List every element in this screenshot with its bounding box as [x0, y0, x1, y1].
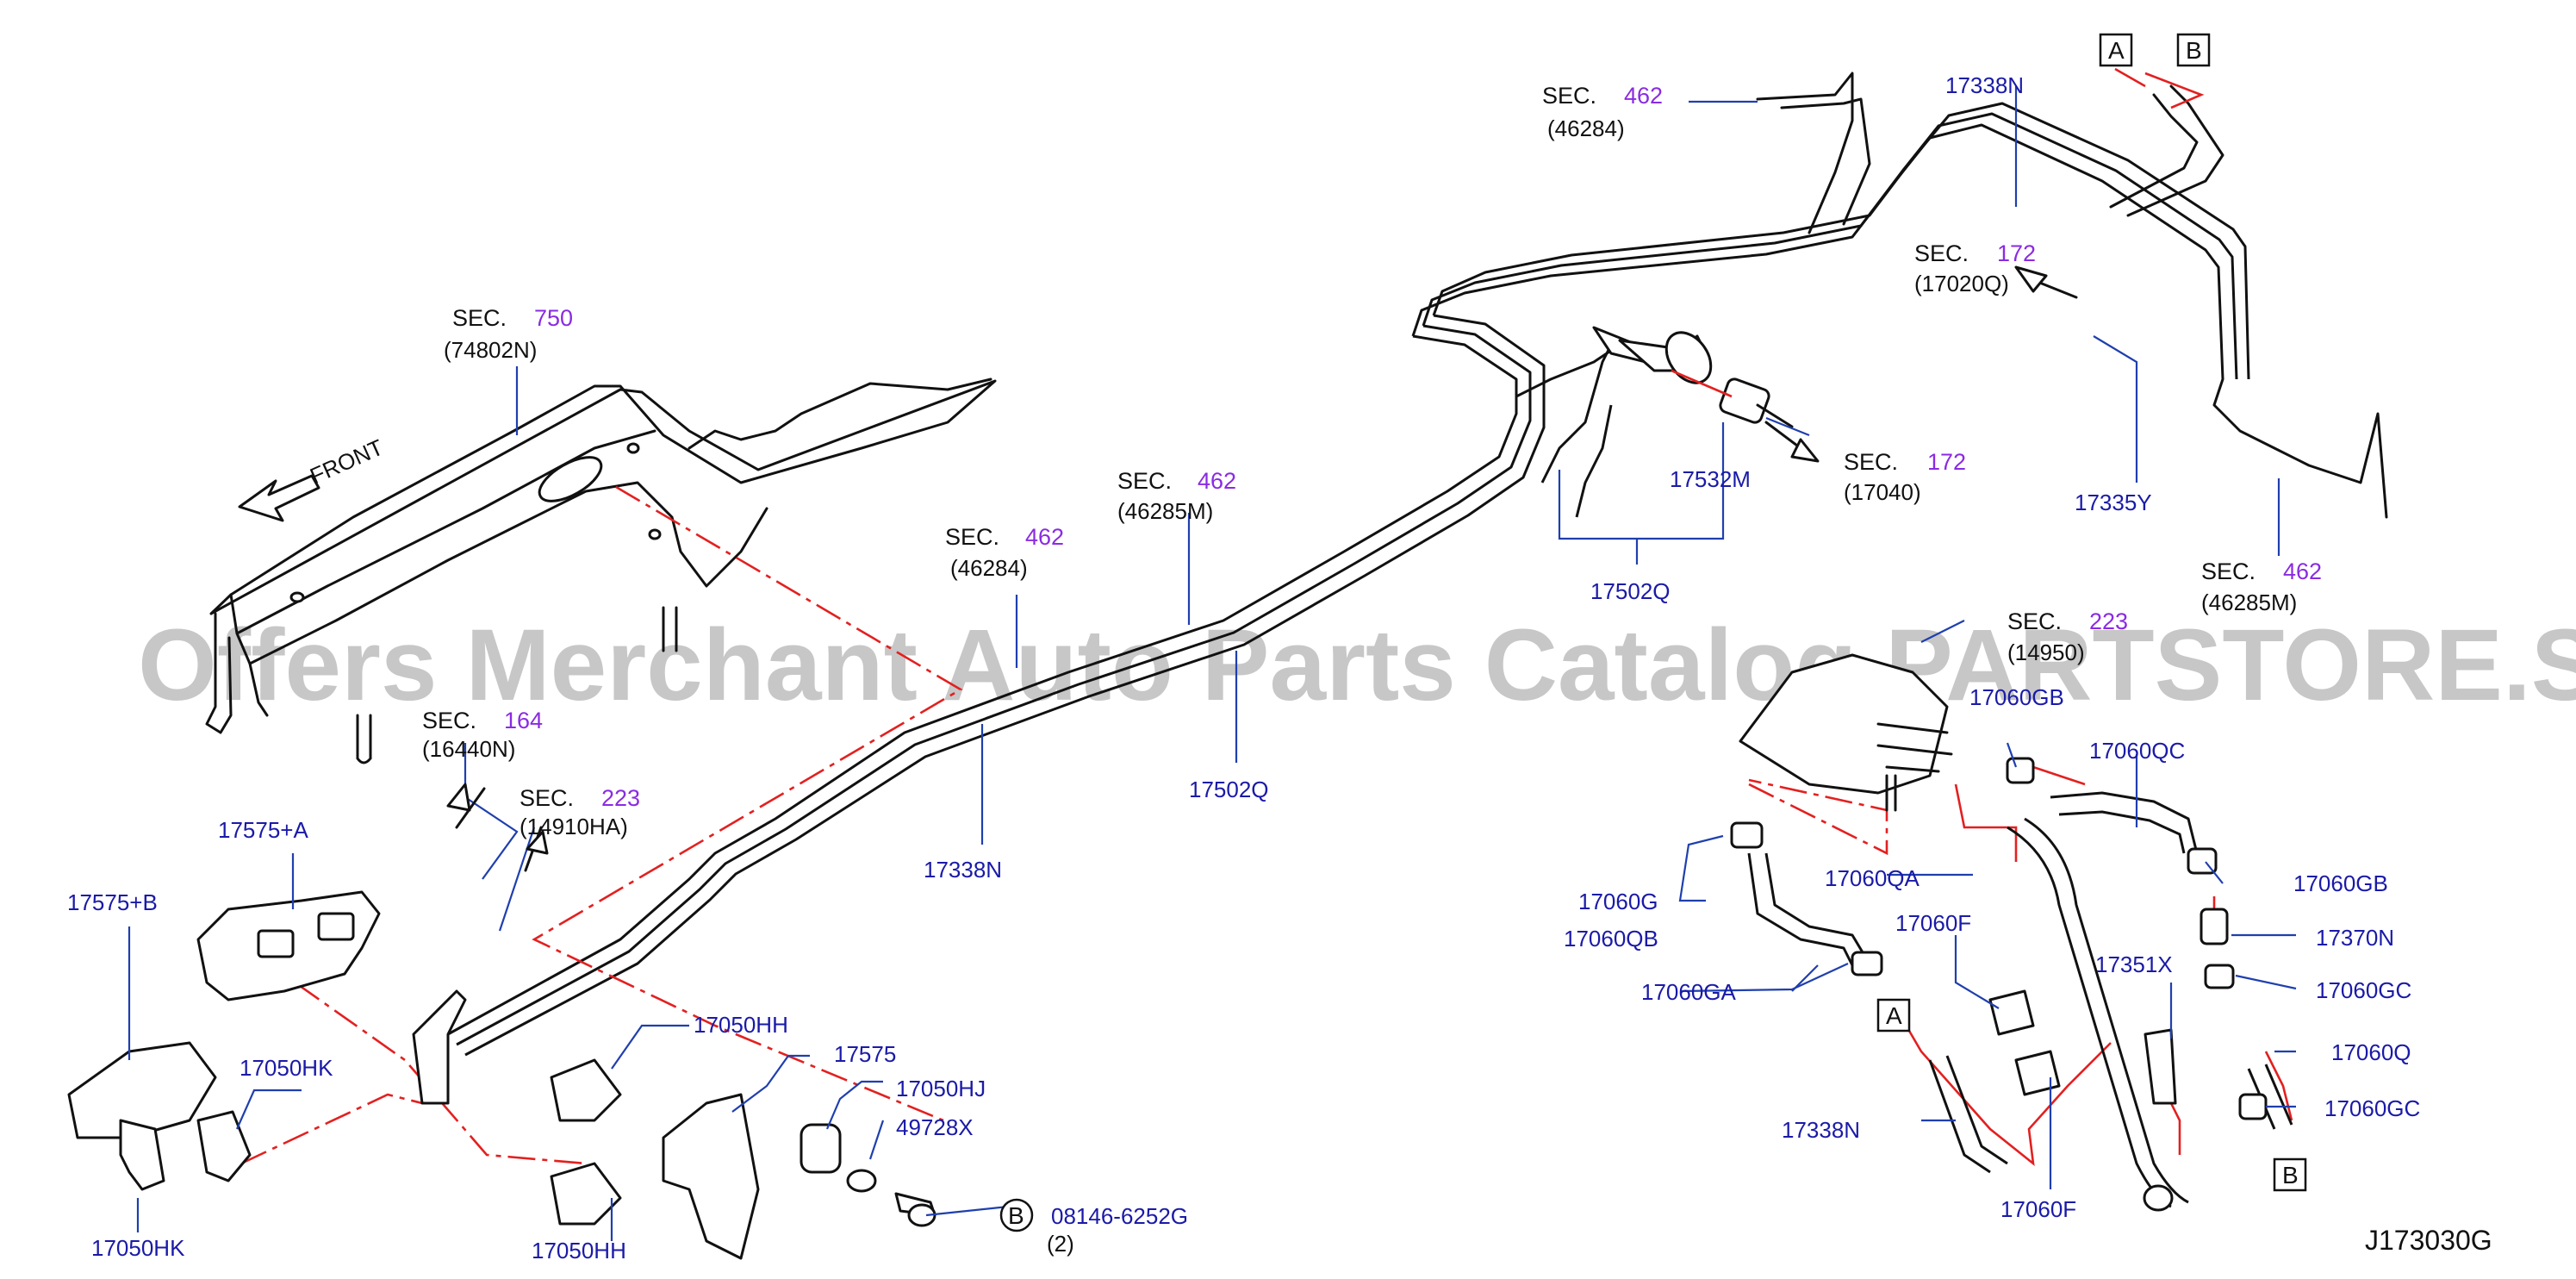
marker-b-top: B	[2176, 33, 2211, 67]
svg-text:(17040): (17040)	[1844, 479, 1921, 505]
sec-462-a: SEC. 462 (46284)	[945, 524, 1064, 581]
centerlines	[240, 67, 2293, 1167]
sec-462-b: SEC. 462 (46285M)	[1117, 468, 1236, 524]
part-label: 17338N	[1945, 72, 2024, 98]
part-label: 17060Q	[2331, 1039, 2411, 1065]
svg-text:B: B	[1008, 1202, 1024, 1229]
part-label: 17060QC	[2089, 738, 2185, 764]
svg-text:462: 462	[1198, 468, 1236, 494]
part-label: 17050HH	[694, 1012, 788, 1038]
svg-text:SEC.: SEC.	[2007, 608, 2062, 634]
part-label: 17370N	[2316, 925, 2394, 951]
bolt-quantity: (2)	[1047, 1231, 1074, 1257]
sec-462-d: SEC. 462 (46285M)	[2201, 558, 2322, 615]
sec-223-a: SEC. 223 (14910HA)	[520, 785, 640, 839]
leader-lines	[128, 86, 2297, 1241]
part-label: 17060F	[2000, 1196, 2076, 1222]
part-label: 17575	[834, 1041, 896, 1067]
svg-text:(46284): (46284)	[950, 555, 1028, 581]
part-label: 17502Q	[1189, 777, 1269, 802]
marker-a-bottom: A	[1876, 998, 1911, 1033]
svg-text:B: B	[2282, 1162, 2299, 1189]
marker-b-bottom: B	[2273, 1157, 2307, 1192]
svg-text:SEC.: SEC.	[1542, 83, 1596, 109]
svg-text:(46285M): (46285M)	[1117, 498, 1213, 524]
watermark: Offers Merchant Auto Parts Catalog PARTS…	[138, 608, 2576, 722]
svg-text:SEC.: SEC.	[1844, 449, 1898, 475]
part-label: 17060GC	[2316, 977, 2411, 1003]
diagram-code: J173030G	[2365, 1225, 2492, 1256]
svg-text:SEC.: SEC.	[1117, 468, 1172, 494]
svg-text:164: 164	[504, 708, 543, 733]
part-label: 17060F	[1895, 910, 1971, 936]
svg-text:(16440N): (16440N)	[422, 736, 515, 762]
front-arrow: FRONT	[238, 434, 387, 522]
main-fuel-pipes	[447, 102, 2250, 1057]
part-label: 17060QB	[1564, 926, 1658, 951]
svg-text:SEC.: SEC.	[1914, 240, 1969, 266]
part-label: 17338N	[1782, 1117, 1860, 1143]
part-label: 17335Y	[2075, 490, 2152, 515]
svg-text:462: 462	[1624, 83, 1663, 109]
sec-223-b: SEC. 223 (14950)	[2007, 608, 2128, 665]
canister-assembly	[1730, 653, 2293, 1212]
svg-text:172: 172	[1997, 240, 2036, 266]
sec-172-a: SEC. 172 (17020Q)	[1914, 240, 2036, 296]
svg-text:B: B	[2186, 37, 2202, 64]
front-label: FRONT	[306, 434, 387, 490]
part-label: 17575+B	[67, 889, 158, 915]
part-label: 17060GB	[1969, 684, 2064, 710]
part-label: 17338N	[924, 857, 1002, 883]
svg-text:SEC.: SEC.	[422, 708, 476, 733]
part-label: 17060QA	[1825, 865, 1920, 891]
direction-arrows	[446, 265, 2078, 872]
part-label: 17050HJ	[896, 1076, 986, 1101]
part-label: 49728X	[896, 1114, 974, 1140]
part-label: 17060G	[1578, 889, 1658, 914]
clips-left	[67, 890, 936, 1260]
svg-text:(14910HA): (14910HA)	[520, 814, 628, 839]
part-label: 17060GA	[1641, 979, 1737, 1005]
sec-750: SEC. 750 (74802N)	[444, 305, 573, 363]
svg-text:(17020Q): (17020Q)	[1914, 271, 2009, 296]
part-label: 17050HK	[240, 1055, 333, 1081]
quick-connector	[1592, 326, 1794, 428]
part-label: 17575+A	[218, 817, 308, 843]
svg-text:223: 223	[601, 785, 640, 811]
part-label: 17502Q	[1590, 578, 1671, 604]
sec-462-c: SEC. 462 (46284)	[1542, 83, 1663, 141]
part-label: 17351X	[2095, 951, 2173, 977]
svg-text:SEC.: SEC.	[520, 785, 574, 811]
bolt-marker: B (2)	[999, 1198, 1074, 1257]
marker-a-top: A	[2099, 33, 2133, 67]
svg-text:(46284): (46284)	[1547, 115, 1625, 141]
svg-text:223: 223	[2089, 608, 2128, 634]
part-label: 17050HK	[91, 1235, 185, 1261]
svg-text:750: 750	[534, 305, 573, 331]
svg-text:(14950): (14950)	[2007, 640, 2085, 665]
sec-164: SEC. 164 (16440N)	[422, 708, 543, 762]
svg-text:A: A	[2108, 37, 2125, 64]
part-label: 08146-6252G	[1051, 1203, 1188, 1229]
svg-text:462: 462	[2283, 558, 2322, 584]
part-labels: 17575+A 17575+B 17050HK 17050HK 17050HH …	[67, 72, 2420, 1263]
sec-172-b: SEC. 172 (17040)	[1844, 449, 1966, 505]
svg-text:SEC.: SEC.	[452, 305, 507, 331]
part-label: 17532M	[1670, 466, 1751, 492]
part-label: 17050HH	[532, 1238, 626, 1263]
svg-text:SEC.: SEC.	[945, 524, 999, 550]
part-label: 17060GB	[2293, 870, 2388, 896]
svg-text:SEC.: SEC.	[2201, 558, 2256, 584]
svg-text:172: 172	[1927, 449, 1966, 475]
svg-text:A: A	[1886, 1002, 1902, 1029]
frame-rail	[205, 377, 997, 764]
svg-text:462: 462	[1025, 524, 1064, 550]
part-label: 17060GC	[2324, 1095, 2420, 1121]
svg-text:(46285M): (46285M)	[2201, 590, 2297, 615]
svg-text:(74802N): (74802N)	[444, 337, 537, 363]
